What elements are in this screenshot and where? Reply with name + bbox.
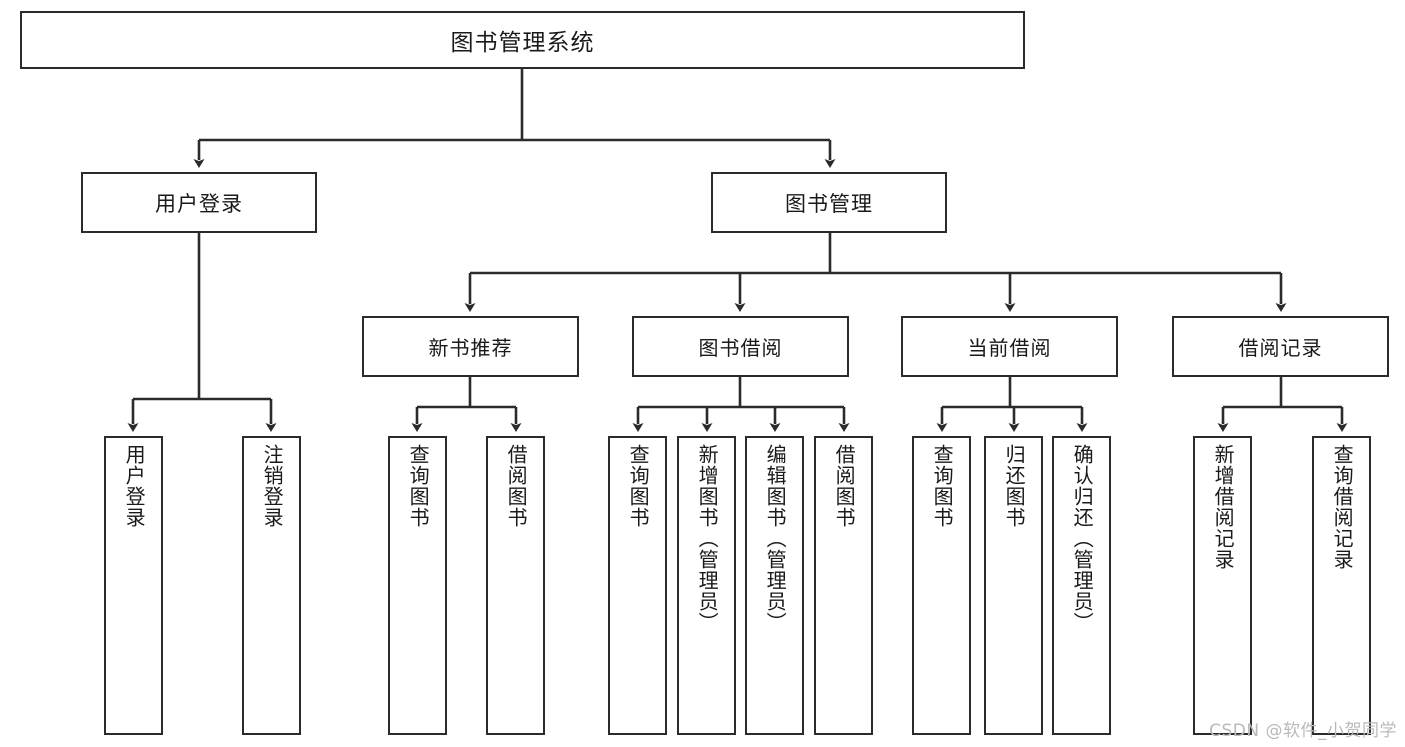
node-leaf-confirm-return-admin[interactable]: 确认归还（管理员） <box>1052 436 1111 735</box>
node-user-login-label: 用户登录 <box>155 191 243 216</box>
node-new-book-recommend[interactable]: 新书推荐 <box>362 316 579 377</box>
node-book-manage-label: 图书管理 <box>785 191 873 216</box>
node-leaf-query-book-1[interactable]: 查询图书 <box>388 436 447 735</box>
node-leaf-logout[interactable]: 注销登录 <box>242 436 301 735</box>
node-book-manage[interactable]: 图书管理 <box>711 172 947 233</box>
node-leaf-borrow-book-1[interactable]: 借阅图书 <box>486 436 545 735</box>
node-leaf-query-book-2-label: 查询图书 <box>626 444 651 528</box>
node-book-borrow-label: 图书借阅 <box>698 336 783 360</box>
node-leaf-add-borrow-record[interactable]: 新增借阅记录 <box>1193 436 1252 735</box>
node-leaf-user-login[interactable]: 用户登录 <box>104 436 163 735</box>
node-leaf-borrow-book-2[interactable]: 借阅图书 <box>814 436 873 735</box>
node-new-book-recommend-label: 新书推荐 <box>428 336 513 360</box>
node-user-login[interactable]: 用户登录 <box>81 172 317 233</box>
node-leaf-return-book[interactable]: 归还图书 <box>984 436 1043 735</box>
node-root-label: 图书管理系统 <box>450 30 595 56</box>
node-leaf-borrow-book-2-label: 借阅图书 <box>832 444 857 528</box>
node-leaf-query-borrow-record-label: 查询借阅记录 <box>1330 444 1355 570</box>
node-leaf-add-book-admin[interactable]: 新增图书（管理员） <box>677 436 736 735</box>
node-leaf-borrow-book-1-label: 借阅图书 <box>504 444 529 528</box>
node-leaf-query-book-2[interactable]: 查询图书 <box>608 436 667 735</box>
watermark: CSDN @软件_小贺同学 <box>1209 721 1397 741</box>
node-leaf-user-login-label: 用户登录 <box>122 444 147 528</box>
node-leaf-edit-book-admin-label: 编辑图书（管理员） <box>763 444 788 633</box>
node-book-borrow[interactable]: 图书借阅 <box>632 316 849 377</box>
node-leaf-query-book-1-label: 查询图书 <box>406 444 431 528</box>
node-leaf-add-book-admin-label: 新增图书（管理员） <box>695 444 720 633</box>
node-leaf-add-borrow-record-label: 新增借阅记录 <box>1211 444 1236 570</box>
node-leaf-confirm-return-admin-label: 确认归还（管理员） <box>1070 444 1095 633</box>
node-current-borrow[interactable]: 当前借阅 <box>901 316 1118 377</box>
node-leaf-query-book-3-label: 查询图书 <box>930 444 955 528</box>
node-leaf-logout-label: 注销登录 <box>260 444 285 528</box>
node-current-borrow-label: 当前借阅 <box>967 336 1052 360</box>
node-leaf-return-book-label: 归还图书 <box>1002 444 1027 528</box>
node-leaf-edit-book-admin[interactable]: 编辑图书（管理员） <box>745 436 804 735</box>
node-borrow-record-label: 借阅记录 <box>1238 336 1323 360</box>
node-leaf-query-book-3[interactable]: 查询图书 <box>912 436 971 735</box>
node-leaf-query-borrow-record[interactable]: 查询借阅记录 <box>1312 436 1371 735</box>
node-root[interactable]: 图书管理系统 <box>20 11 1025 69</box>
node-borrow-record[interactable]: 借阅记录 <box>1172 316 1389 377</box>
